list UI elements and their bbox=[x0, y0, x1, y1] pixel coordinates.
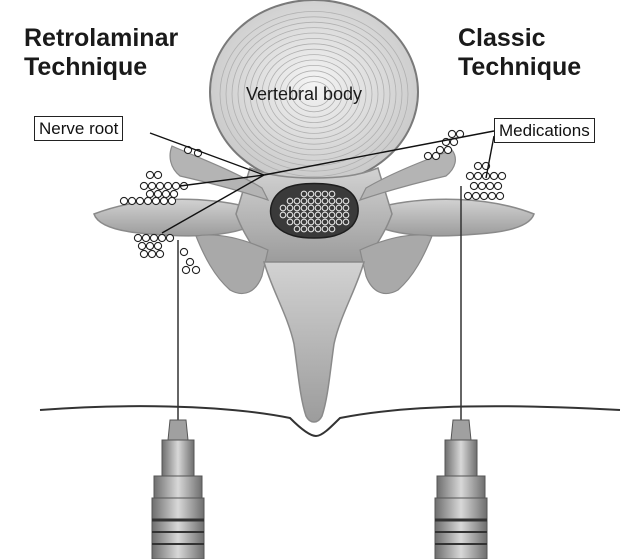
medication-dot bbox=[448, 130, 455, 137]
nerve-root-callout: Nerve root bbox=[34, 116, 123, 141]
medication-dot bbox=[466, 172, 473, 179]
medication-dot bbox=[166, 234, 173, 241]
heading-right-line2: Technique bbox=[458, 53, 581, 82]
classic-technique-heading: Classic Technique bbox=[458, 24, 581, 82]
medication-dot bbox=[464, 192, 471, 199]
medication-dot bbox=[168, 197, 175, 204]
medication-dot bbox=[144, 197, 151, 204]
medication-dot bbox=[138, 242, 145, 249]
medication-dot bbox=[136, 197, 143, 204]
medication-dot bbox=[140, 182, 147, 189]
medication-dot bbox=[148, 250, 155, 257]
skin-line bbox=[40, 406, 620, 436]
medication-dot bbox=[480, 192, 487, 199]
syringe-left bbox=[152, 420, 204, 559]
medication-dot bbox=[150, 234, 157, 241]
medication-dot bbox=[162, 190, 169, 197]
medication-dot bbox=[474, 172, 481, 179]
medication-dot bbox=[134, 234, 141, 241]
medication-dot bbox=[182, 266, 189, 273]
medication-dot bbox=[140, 250, 147, 257]
medication-dot bbox=[154, 171, 161, 178]
medication-dot bbox=[478, 182, 485, 189]
medication-dot bbox=[432, 152, 439, 159]
medication-dot bbox=[158, 234, 165, 241]
medications-callout: Medications bbox=[494, 118, 595, 143]
medication-dot bbox=[152, 197, 159, 204]
medication-dot bbox=[156, 250, 163, 257]
medication-dot bbox=[148, 182, 155, 189]
vertebral-body-label: Vertebral body bbox=[232, 84, 376, 105]
medication-dot bbox=[172, 182, 179, 189]
heading-left-line2: Technique bbox=[24, 53, 178, 82]
medication-dot bbox=[154, 242, 161, 249]
medication-dot bbox=[120, 197, 127, 204]
medication-dot bbox=[180, 248, 187, 255]
medication-dot bbox=[160, 197, 167, 204]
medication-dot bbox=[186, 258, 193, 265]
medication-dot bbox=[474, 162, 481, 169]
medication-dot bbox=[444, 146, 451, 153]
medication-dot bbox=[164, 182, 171, 189]
medication-dot bbox=[192, 266, 199, 273]
medication-dot bbox=[472, 192, 479, 199]
medication-dot bbox=[154, 190, 161, 197]
medication-dot bbox=[498, 172, 505, 179]
medication-dot bbox=[494, 182, 501, 189]
medication-dot bbox=[424, 152, 431, 159]
syringe-right bbox=[435, 420, 487, 559]
medication-dot bbox=[496, 192, 503, 199]
medication-dot bbox=[142, 234, 149, 241]
heading-left-line1: Retrolaminar bbox=[24, 24, 178, 53]
medication-dot bbox=[490, 172, 497, 179]
retrolaminar-technique-heading: Retrolaminar Technique bbox=[24, 24, 178, 82]
heading-right-line1: Classic bbox=[458, 24, 581, 53]
medication-dot bbox=[128, 197, 135, 204]
medication-dot bbox=[146, 171, 153, 178]
medication-dot bbox=[486, 182, 493, 189]
medication-dot bbox=[146, 242, 153, 249]
medication-dot bbox=[156, 182, 163, 189]
medication-dot bbox=[146, 190, 153, 197]
medication-dot bbox=[470, 182, 477, 189]
medication-dot bbox=[488, 192, 495, 199]
spinal-cord bbox=[271, 184, 359, 239]
medication-dot bbox=[170, 190, 177, 197]
